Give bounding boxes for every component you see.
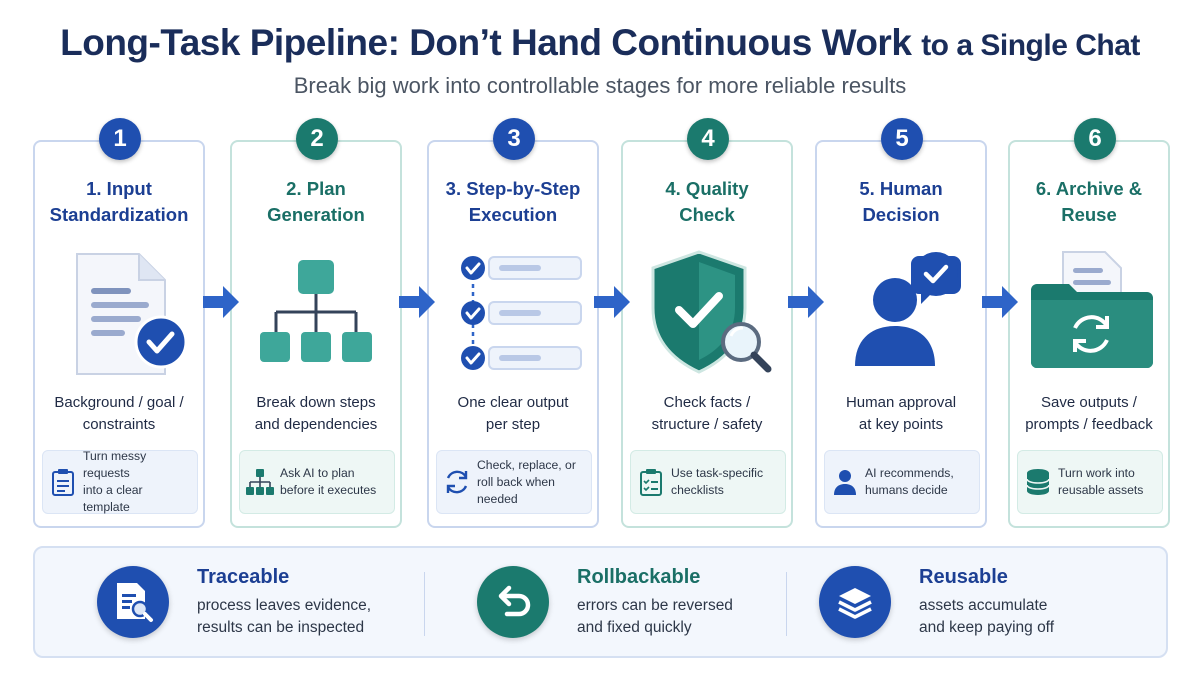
org-chart-icon [246,468,274,496]
document-search-icon [97,566,169,638]
stage-5-tip: AI recommends,humans decide [824,450,980,514]
feature-title: Rollbackable [577,565,701,588]
page-title: Long-Task Pipeline: Don’t Hand Continuou… [0,22,1200,64]
layers-icon [819,566,891,638]
stage-1-desc: Background / goal /constraints [54,394,184,433]
person-icon [831,468,859,496]
stage-4-badge: 4 [687,118,729,160]
arrow-right-icon [788,286,824,318]
stage-4-desc: Check facts /structure / safety [651,394,763,433]
clipboard-icon [49,468,77,496]
undo-icon [477,566,549,638]
feature-title: Reusable [919,565,1008,588]
person-check-icon [817,242,985,382]
refresh-icon [443,468,471,496]
divider [424,572,425,636]
feature-rollbackable: Rollbackable errors can be reversed and … [477,548,733,656]
divider [786,572,787,636]
hierarchy-icon [232,242,400,382]
stage-6-title: 6. Archive &Reuse [1035,178,1143,225]
title-tail: to a Single Chat [921,29,1140,62]
checklist-steps-icon [429,242,597,382]
stage-3-badge: 3 [493,118,535,160]
arrow-right-icon [203,286,239,318]
benefits-panel: Traceable process leaves evidence, resul… [33,546,1168,658]
page-subtitle: Break big work into controllable stages … [293,73,907,98]
stage-1-badge: 1 [99,118,141,160]
feature-title: Traceable [197,565,290,588]
stage-5-badge: 5 [881,118,923,160]
stage-card-6: 6. Archive &Reuse Save outputs /prompts … [1008,140,1170,528]
stage-6-badge: 6 [1074,118,1116,160]
arrow-right-icon [399,286,435,318]
stage-2-badge: 2 [296,118,338,160]
folder-sync-icon [1010,242,1168,382]
title-main: Long-Task Pipeline: Don’t Hand Continuou… [60,22,912,63]
shield-magnifier-icon [623,242,791,382]
database-icon [1024,468,1052,496]
checklist-icon [637,468,665,496]
feature-traceable: Traceable process leaves evidence, resul… [97,548,371,656]
arrow-right-icon [594,286,630,318]
stage-6-desc: Save outputs /prompts / feedback [1025,394,1153,433]
arrow-right-icon [982,286,1018,318]
feature-reusable: Reusable assets accumulate and keep payi… [819,548,1054,656]
document-check-icon [35,242,203,382]
